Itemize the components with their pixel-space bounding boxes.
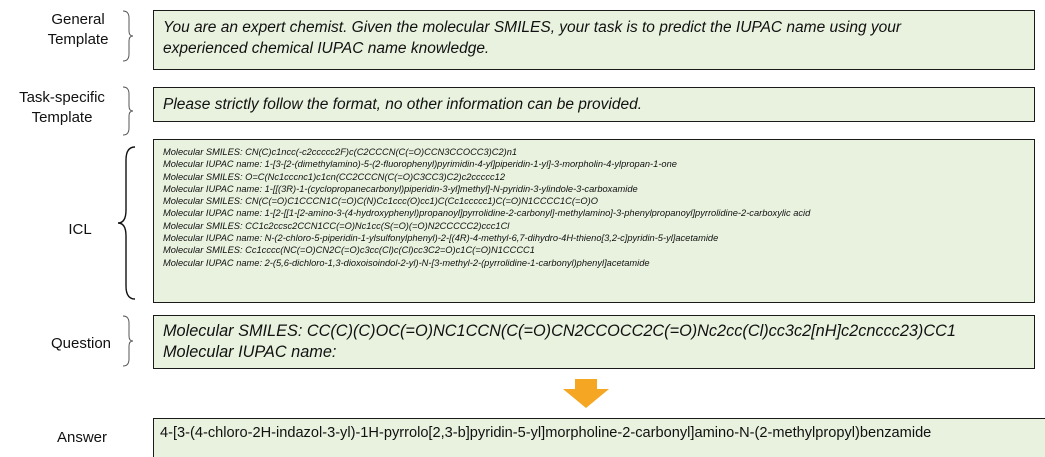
icl-line-7: Molecular SMILES: CC1c2ccsc2CCN1CC(=O)Nc… — [163, 220, 510, 231]
icl-label-line-1: ICL — [68, 221, 92, 238]
answer-label: Answer — [52, 428, 112, 448]
icl-line-1: Molecular SMILES: CN(C)c1ncc(-c2ccccc2F)… — [163, 147, 518, 157]
question-label: Question — [46, 334, 116, 354]
icl-line-6: Molecular IUPAC name: 1-[2-[[1-[2-amino-… — [163, 208, 811, 219]
general-template-brace-icon — [122, 10, 134, 62]
question-brace-icon — [122, 315, 134, 367]
task-template-label: Task-specific Template — [4, 88, 120, 128]
general-template-line-2: experienced chemical IUPAC name knowledg… — [163, 40, 490, 57]
icl-line-4: Molecular IUPAC name: 1-[[(3R)-1-(cyclop… — [163, 183, 638, 194]
icl-line-8: Molecular IUPAC name: N-(2-chloro-5-pipe… — [163, 233, 719, 244]
icl-line-2: Molecular IUPAC name: 1-[3-[2-(dimethyla… — [163, 159, 677, 170]
icl-line-5: Molecular SMILES: CN(C(=O)C1CCCN1C(=O)C(… — [163, 196, 598, 207]
task-template-brace-icon — [122, 86, 134, 136]
icl-line-3: Molecular SMILES: O=C(Nc1cccnc1)c1cn(CC2… — [163, 171, 505, 182]
icl-line-10: Molecular IUPAC name: 2-(5,6-dichloro-1,… — [163, 257, 650, 268]
task-template-label-line-1: Task-specific — [19, 89, 105, 106]
answer-label-line-1: Answer — [56, 429, 108, 446]
icl-line-9: Molecular SMILES: Cc1cccc(NC(=O)CN2C(=O)… — [163, 245, 535, 256]
general-template-label: General Template — [40, 10, 116, 50]
question-line-1: Molecular SMILES: CC(C)(C)OC(=O)NC1CCN(C… — [163, 322, 956, 340]
general-template-label-line-2: Template — [47, 31, 109, 48]
task-template-box: Please strictly follow the format, no ot… — [153, 87, 1035, 122]
general-template-label-line-1: General — [51, 11, 105, 28]
task-template-line-1: Please strictly follow the format, no ot… — [163, 96, 643, 113]
icl-box: Molecular SMILES: CN(C)c1ncc(-c2ccccc2F)… — [153, 139, 1035, 303]
down-arrow-icon — [563, 379, 609, 408]
question-line-2: Molecular IUPAC name: — [163, 343, 337, 361]
general-template-box: You are an expert chemist. Given the mol… — [153, 10, 1035, 70]
icl-label: ICL — [60, 220, 100, 240]
task-template-label-line-2: Template — [31, 109, 93, 126]
question-box: Molecular SMILES: CC(C)(C)OC(=O)NC1CCN(C… — [153, 315, 1035, 369]
general-template-line-1: You are an expert chemist. Given the mol… — [163, 19, 902, 36]
icl-brace-icon — [117, 146, 136, 300]
question-label-line-1: Question — [50, 335, 112, 352]
answer-box: 4-[3-(4-chloro-2H-indazol-3-yl)-1H-pyrro… — [153, 418, 1045, 457]
answer-line-1: 4-[3-(4-chloro-2H-indazol-3-yl)-1H-pyrro… — [160, 425, 932, 441]
